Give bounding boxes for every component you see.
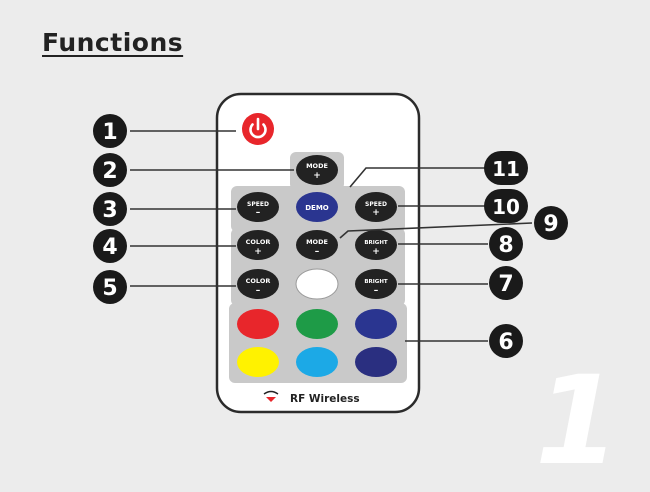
callout-4: 4 <box>93 229 127 263</box>
mode-plus-button[interactable]: MODE + <box>296 155 338 185</box>
color-minus-label: COLOR <box>246 277 271 285</box>
svg-text:1: 1 <box>102 120 117 145</box>
mode-plus-sign: + <box>313 171 321 181</box>
mode-minus-label: MODE <box>306 238 328 246</box>
navy-color-button[interactable] <box>355 347 397 377</box>
white-color-button[interactable] <box>295 268 339 300</box>
bright-minus-sign: – <box>374 286 379 296</box>
speed-plus-label: SPEED <box>365 201 387 208</box>
mode-plus-label: MODE <box>306 162 328 170</box>
color-minus-sign: – <box>256 286 261 296</box>
svg-text:3: 3 <box>102 198 117 223</box>
color-minus-button[interactable]: COLOR – <box>237 269 279 299</box>
callout-10: 10 <box>484 189 528 223</box>
color-plus-button[interactable]: COLOR + <box>237 230 279 260</box>
mode-minus-button[interactable]: MODE – <box>296 230 338 260</box>
cyan-color-button[interactable] <box>296 347 338 377</box>
color-plus-sign: + <box>254 247 262 257</box>
svg-text:10: 10 <box>492 195 520 219</box>
callout-8: 8 <box>489 227 523 261</box>
svg-text:11: 11 <box>492 157 520 181</box>
power-icon <box>249 123 267 139</box>
yellow-color-button[interactable] <box>237 347 279 377</box>
callout-6: 6 <box>489 324 523 358</box>
svg-text:5: 5 <box>102 276 117 301</box>
svg-text:6: 6 <box>498 330 513 355</box>
bright-plus-button[interactable]: BRIGHT + <box>355 230 397 260</box>
page-title: Functions <box>42 28 184 57</box>
svg-text:7: 7 <box>498 272 513 297</box>
bright-minus-label: BRIGHT <box>364 279 388 285</box>
demo-label: DEMO <box>305 204 329 212</box>
blue-color-button[interactable] <box>355 309 397 339</box>
color-plus-label: COLOR <box>246 238 271 246</box>
green-color-button[interactable] <box>296 309 338 339</box>
svg-text:9: 9 <box>543 212 558 237</box>
power-button[interactable] <box>242 113 274 145</box>
rf-wireless-label: RF Wireless <box>290 393 360 405</box>
page-number: 1 <box>535 350 620 492</box>
speed-minus-button[interactable]: SPEED – <box>237 192 279 222</box>
red-color-button[interactable] <box>237 309 279 339</box>
speed-minus-label: SPEED <box>247 201 269 208</box>
svg-text:4: 4 <box>102 235 117 260</box>
speed-plus-button[interactable]: SPEED + <box>355 192 397 222</box>
callout-leaders <box>130 130 533 342</box>
callout-9: 9 <box>534 206 568 240</box>
demo-button[interactable]: DEMO <box>296 192 338 222</box>
remote-diagram: MODE + SPEED – DEMO SPEED + COLOR + MODE… <box>93 92 568 414</box>
callout-7: 7 <box>489 266 523 300</box>
svg-text:2: 2 <box>102 159 117 184</box>
bright-plus-label: BRIGHT <box>364 240 388 246</box>
speed-plus-sign: + <box>372 208 380 218</box>
svg-text:8: 8 <box>498 233 513 258</box>
wireless-icon <box>263 390 279 402</box>
callout-1: 1 <box>93 114 127 148</box>
speed-minus-sign: – <box>256 208 261 218</box>
mode-minus-sign: – <box>315 247 320 257</box>
bright-plus-sign: + <box>372 247 380 257</box>
callout-5: 5 <box>93 270 127 304</box>
bright-minus-button[interactable]: BRIGHT – <box>355 269 397 299</box>
callout-2: 2 <box>93 153 127 187</box>
callout-3: 3 <box>93 192 127 226</box>
callout-11: 11 <box>484 151 528 185</box>
